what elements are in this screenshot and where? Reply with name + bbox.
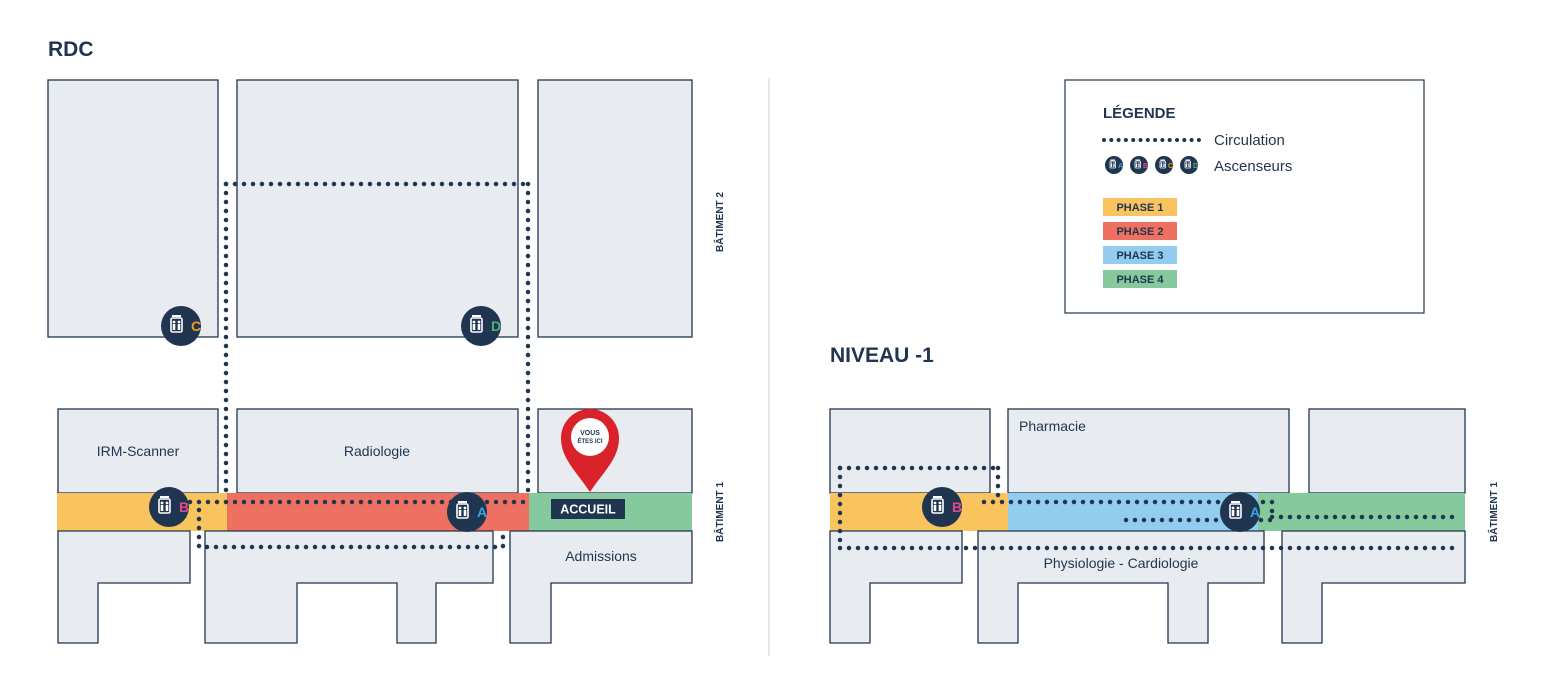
n1-room-physiologie	[977, 530, 1265, 644]
legend-phase-1-swatch	[1103, 198, 1177, 216]
elevator-icon: B	[922, 487, 962, 527]
pin-text-line2: ÊTES ICI	[577, 437, 602, 445]
elevator-c-letter: C	[191, 318, 201, 334]
elevator-icon: B	[1130, 156, 1148, 174]
elevator-b-letter: B	[179, 499, 189, 515]
n1-circulation-corridor	[981, 499, 1275, 523]
rdc-circulation-bottom	[196, 507, 506, 550]
elevator-icon: D	[1180, 156, 1198, 174]
rdc-title: RDC	[48, 38, 94, 61]
legend-elevator-icons: A B C D	[1105, 156, 1198, 174]
rdc-room-bottom-left	[57, 530, 191, 644]
location-pin-icon: VOUS ÊTES ICI	[561, 409, 619, 492]
n1-elevator-a-letter: A	[1250, 504, 1260, 520]
n1-elevator-b-letter: B	[952, 499, 962, 515]
legend-phase-2-label: PHASE 2	[1116, 226, 1163, 238]
n1-label-pharmacie: Pharmacie	[1019, 418, 1086, 434]
elevator-icon: C	[1155, 156, 1173, 174]
n1-corridor-phase-4	[1258, 493, 1465, 531]
legend-elevator-b-letter: B	[1143, 163, 1148, 170]
rdc-label-radiologie: Radiologie	[344, 443, 410, 459]
accueil-label: ACCUEIL	[560, 503, 616, 517]
elevator-a-letter: A	[477, 504, 487, 520]
elevator-icon: A	[1105, 156, 1123, 174]
n1-room-right	[1308, 408, 1466, 494]
niveau-title: NIVEAU -1	[830, 344, 934, 367]
rdc-label-admissions: Admissions	[565, 548, 637, 564]
legend-title: LÉGENDE	[1103, 105, 1176, 122]
n1-label-physiologie: Physiologie - Cardiologie	[1044, 555, 1199, 571]
rdc-batiment-1-label: BÂTIMENT 1	[713, 482, 726, 542]
pin-text-line1: VOUS	[580, 430, 600, 437]
n1-corridor-phase-3	[1008, 493, 1258, 531]
legend-elevator-d-letter: D	[1193, 163, 1198, 170]
legend-phase-3-label: PHASE 3	[1116, 250, 1163, 262]
n1-corridor-phase-1	[830, 493, 1008, 531]
elevator-d-letter: D	[491, 318, 501, 334]
legend-phase-2-swatch	[1103, 222, 1177, 240]
rdc-room-admissions	[509, 530, 693, 644]
rdc-room-radiologie	[236, 408, 519, 494]
legend-elevator-a-letter: A	[1118, 163, 1123, 170]
n1-room-pharmacie	[1007, 408, 1290, 494]
legend-phase-3-swatch	[1103, 246, 1177, 264]
rdc-room-irm	[57, 408, 219, 494]
legend-phase-1-label: PHASE 1	[1116, 202, 1163, 214]
elevator-icon: D	[461, 306, 501, 346]
rdc-room-top-left	[47, 79, 219, 338]
elevator-icon: B	[149, 487, 189, 527]
rdc-corridor-phase-1	[57, 493, 227, 531]
accueil-badge	[551, 499, 625, 519]
legend-circulation-label: Circulation	[1214, 132, 1285, 149]
elevator-icon: A	[1220, 492, 1260, 532]
legend-ascenseurs-label: Ascenseurs	[1214, 158, 1292, 175]
elevator-icon: C	[161, 306, 201, 346]
elevator-icon: A	[447, 492, 487, 532]
rdc-label-irm: IRM-Scanner	[97, 443, 180, 459]
n1-room-left	[829, 408, 991, 494]
legend-phase-4-swatch	[1103, 270, 1177, 288]
legend-elevator-c-letter: C	[1168, 163, 1173, 170]
n1-room-bottom-right	[1281, 530, 1466, 644]
rdc-batiment-2-label: BÂTIMENT 2	[713, 192, 726, 252]
rdc-room-top-center	[236, 79, 519, 338]
rdc-room-top-right	[537, 79, 693, 338]
rdc-room-bottom-center	[204, 530, 494, 644]
n1-room-bottom-left	[829, 530, 963, 644]
n1-batiment-1-label: BÂTIMENT 1	[1487, 482, 1500, 542]
legend-phase-4-label: PHASE 4	[1116, 274, 1164, 286]
